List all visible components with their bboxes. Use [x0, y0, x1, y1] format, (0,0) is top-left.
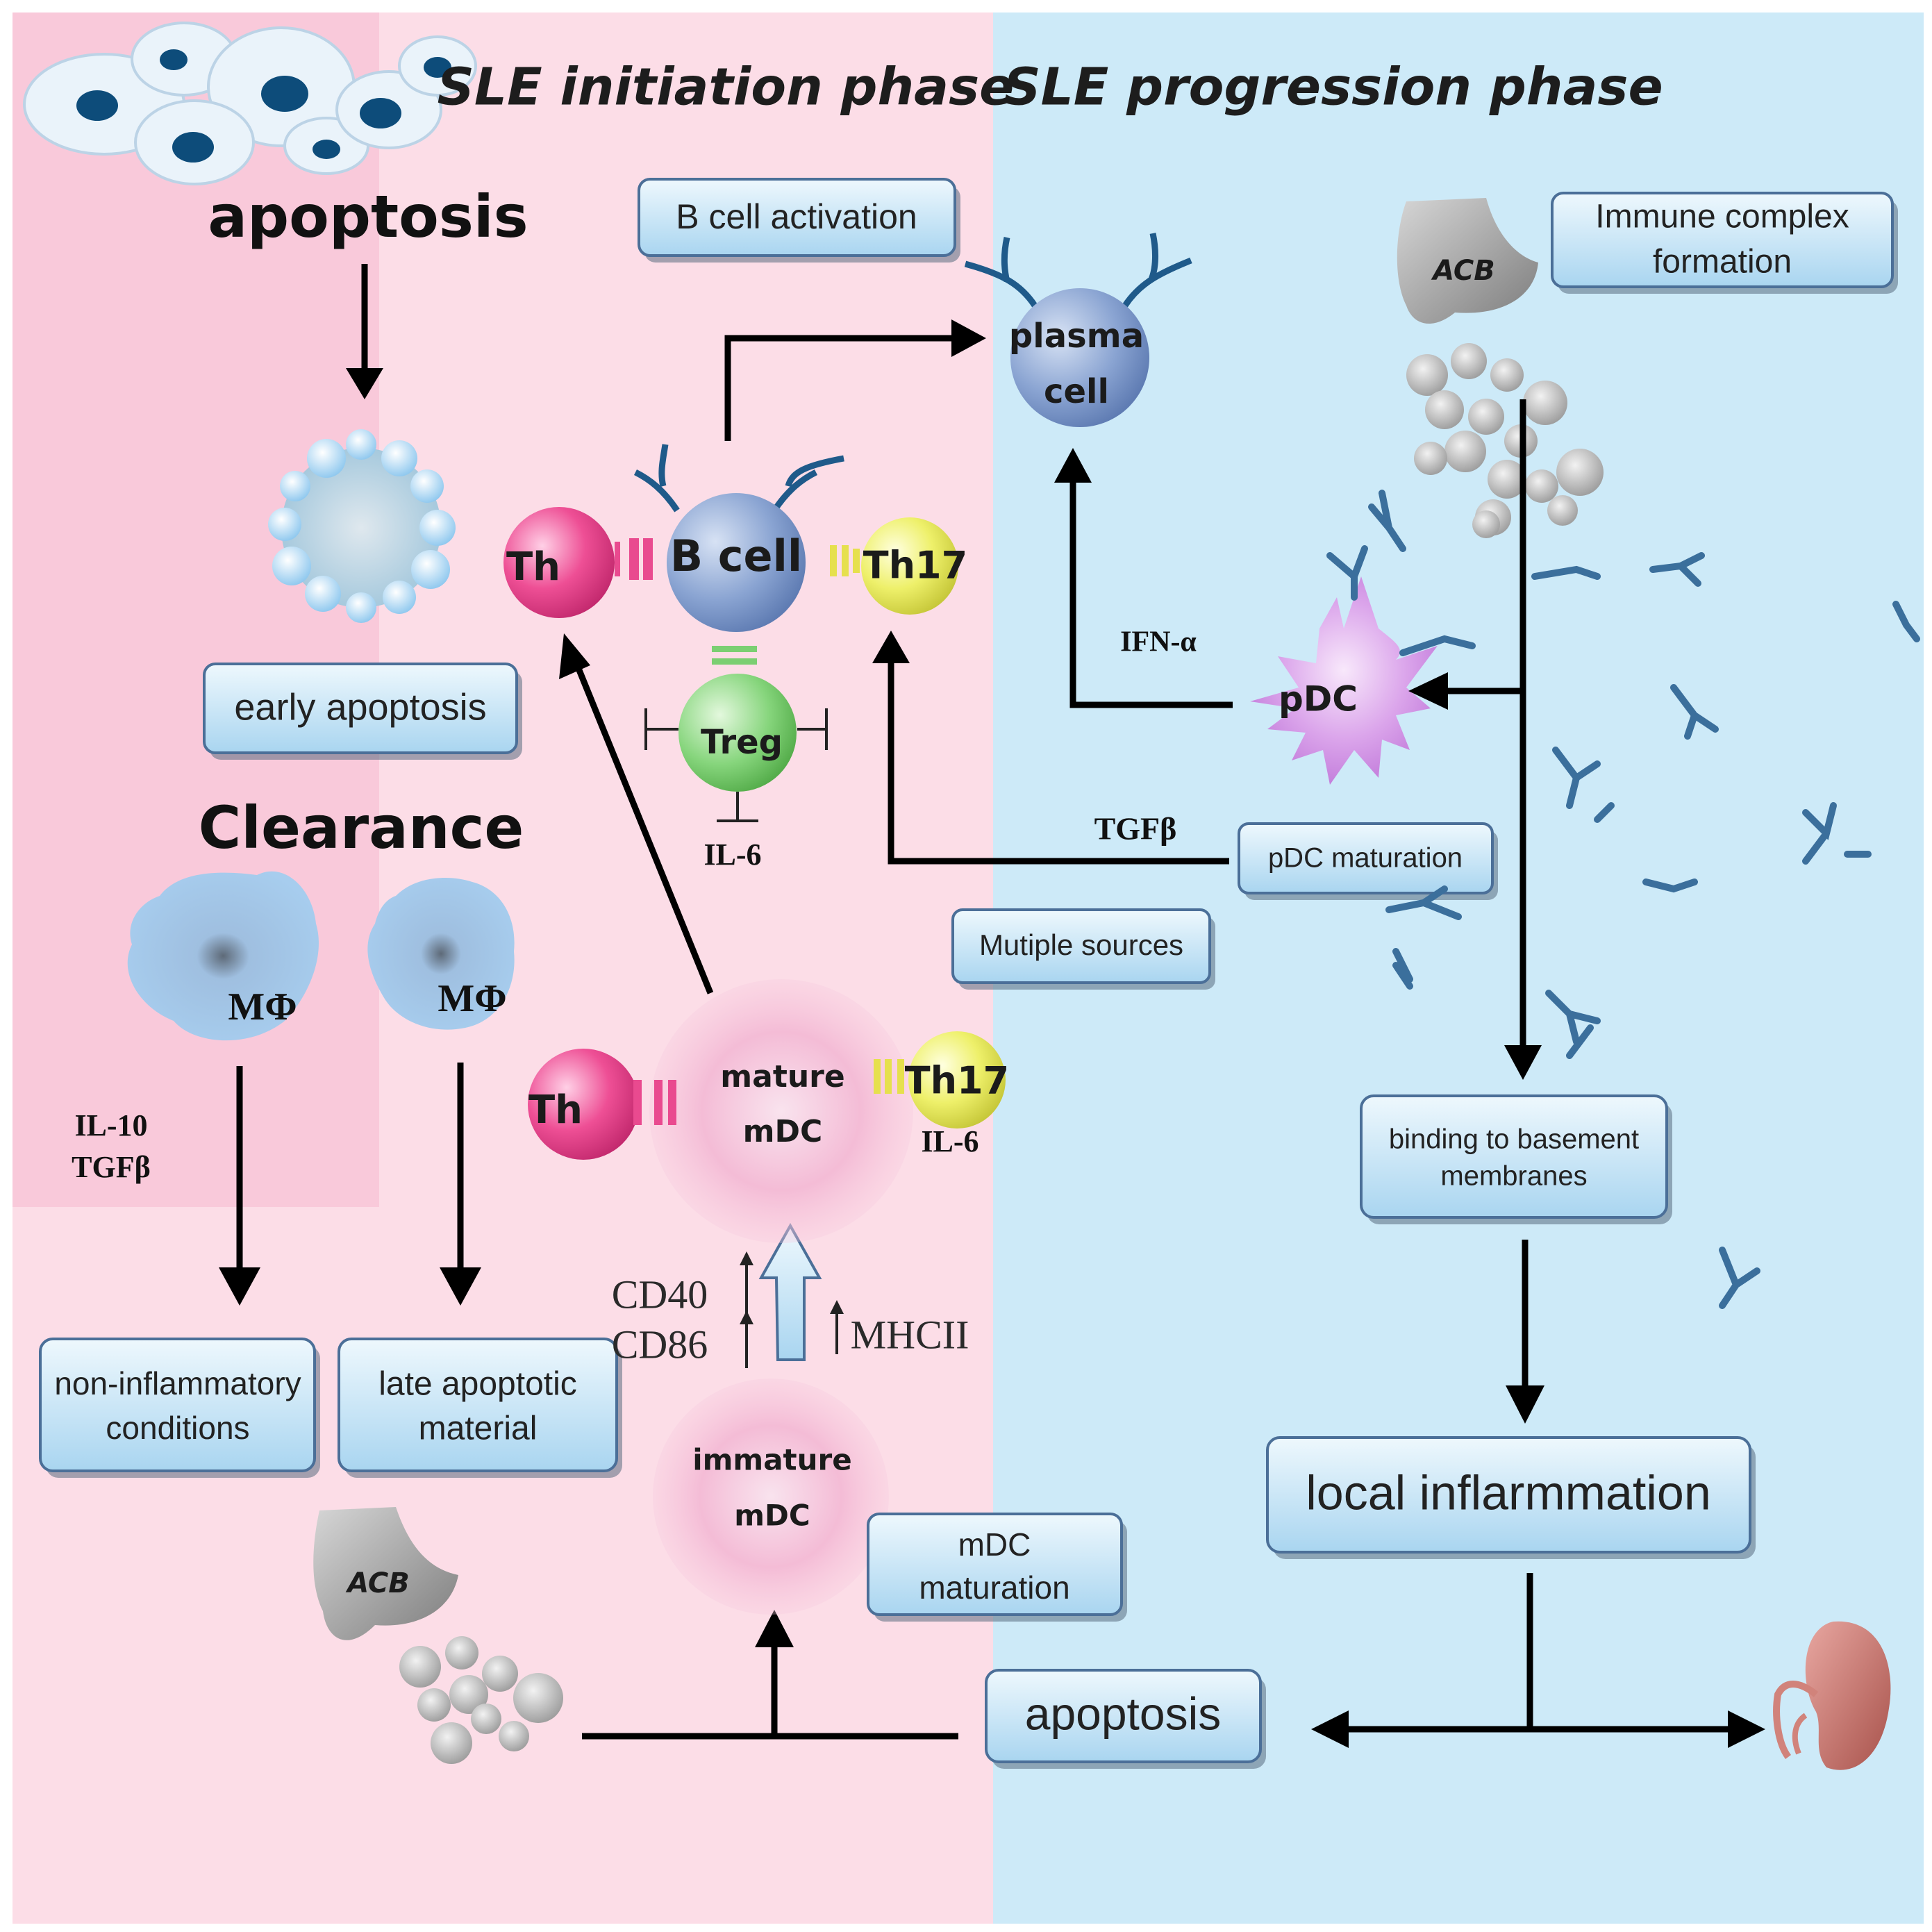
- svg-text:pDC maturation: pDC maturation: [1268, 843, 1463, 874]
- svg-text:mDC: mDC: [743, 1114, 823, 1149]
- immune-complex-debris-icon: [1406, 343, 1604, 538]
- early-apoptotic-cell-icon: [268, 429, 456, 623]
- tgfb-mid-label: TGFβ: [1094, 811, 1177, 847]
- immature-mdc-cell: immature mDC: [653, 1379, 889, 1615]
- apoptotic-cell-cluster-icon: [23, 22, 477, 185]
- svg-text:mDC: mDC: [958, 1526, 1031, 1563]
- multiple-sources-box: Mutiple sources: [951, 908, 1215, 990]
- b-cell-activation-box: B cell activation: [638, 178, 960, 263]
- th-bcell-synapse: [615, 538, 653, 580]
- apoptosis-bottom-box: apoptosis: [985, 1669, 1266, 1769]
- svg-text:Th17: Th17: [905, 1059, 1009, 1103]
- clearance-heading: Clearance: [199, 794, 524, 862]
- il10-label: IL-10: [74, 1108, 147, 1142]
- svg-text:mature: mature: [720, 1059, 844, 1094]
- local-inflammation-box: local inflarmmation: [1266, 1436, 1756, 1559]
- il6-treg-label: IL-6: [703, 838, 761, 872]
- apoptosis-heading: apoptosis: [208, 183, 528, 251]
- progression-phase-title: SLE progression phase: [1004, 58, 1663, 117]
- plasma-cell: plasma cell: [964, 233, 1192, 427]
- svg-text:B cell activation: B cell activation: [676, 197, 917, 236]
- svg-text:membranes: membranes: [1440, 1161, 1587, 1192]
- upregulation-arrows: [740, 1251, 844, 1368]
- macrophage-label-2: MΦ: [438, 977, 506, 1020]
- svg-text:pDC: pDC: [1279, 679, 1358, 719]
- macrophage-label-1: MΦ: [228, 985, 297, 1029]
- b-cell: B cell: [633, 444, 844, 632]
- svg-text:ACB: ACB: [345, 1567, 410, 1599]
- svg-text:Immune complex: Immune complex: [1595, 199, 1849, 235]
- bcell-th17-synapse: [830, 545, 860, 576]
- svg-text:Treg: Treg: [701, 723, 783, 762]
- svg-text:maturation: maturation: [919, 1569, 1069, 1606]
- svg-text:local inflarmmation: local inflarmmation: [1306, 1465, 1711, 1519]
- svg-text:material: material: [419, 1410, 538, 1447]
- svg-text:ACB: ACB: [1431, 255, 1495, 287]
- macrophage-icon: MΦ: [367, 878, 515, 1030]
- non-inflammatory-conditions-box: non-inflammatory conditions: [39, 1338, 320, 1478]
- late-apoptotic-material-box: late apoptotic material: [338, 1338, 622, 1478]
- treg-inhibition-bars: [644, 708, 828, 822]
- ifn-alpha-label: IFN-α: [1120, 626, 1197, 658]
- th-mdc-synapse: [633, 1080, 676, 1125]
- initiation-phase-title: SLE initiation phase: [438, 58, 1015, 117]
- svg-text:Th17: Th17: [863, 544, 967, 588]
- svg-text:non-inflammatory: non-inflammatory: [54, 1365, 301, 1401]
- cd40-label: CD40: [612, 1272, 708, 1317]
- svg-text:Th: Th: [506, 544, 560, 590]
- mhcii-label: MHCII: [851, 1312, 969, 1357]
- immune-complex-formation-box: Immune complex formation: [1551, 192, 1898, 294]
- early-apoptosis-box: early apoptosis: [203, 663, 522, 760]
- antibody-icons: [1326, 490, 1920, 1309]
- treg-cell: Treg: [678, 674, 797, 792]
- pdc-maturation-box: pDC maturation: [1238, 822, 1498, 900]
- macrophage-icon: MΦ: [127, 871, 319, 1041]
- svg-text:conditions: conditions: [106, 1410, 249, 1446]
- maturation-hollow-arrow: [758, 1222, 822, 1361]
- mature-mdc-cell: mature mDC: [649, 979, 913, 1243]
- svg-text:early apoptosis: early apoptosis: [234, 686, 486, 728]
- acb-top-icon: ACB: [1397, 198, 1538, 324]
- svg-text:cell: cell: [1044, 372, 1109, 411]
- cd86-label: CD86: [612, 1322, 708, 1367]
- svg-text:Mutiple sources: Mutiple sources: [979, 928, 1183, 961]
- svg-text:plasma: plasma: [1009, 317, 1144, 356]
- binding-to-basement-membranes-box: binding to basement membranes: [1360, 1094, 1672, 1224]
- tgfb-left-label: TGFβ: [72, 1150, 151, 1184]
- mdc-th17-synapse: [874, 1059, 904, 1094]
- th-cell-bottom: Th: [528, 1049, 639, 1160]
- bcell-treg-synapse: [712, 646, 757, 665]
- svg-text:mDC: mDC: [734, 1499, 810, 1533]
- svg-text:B cell: B cell: [670, 531, 802, 581]
- mdc-maturation-box: mDC maturation: [867, 1513, 1127, 1622]
- th-cell-top: Th: [503, 507, 615, 618]
- svg-text:late apoptotic: late apoptotic: [378, 1366, 577, 1403]
- th17-cell-bottom: Th17: [905, 1031, 1009, 1129]
- pdc-cell: pDC: [1250, 576, 1438, 785]
- th17-cell-top: Th17: [861, 517, 967, 615]
- acb-bottom-icon: ACB: [313, 1507, 458, 1640]
- svg-text:formation: formation: [1653, 244, 1792, 281]
- il6-mdc-label: IL-6: [921, 1124, 979, 1158]
- apoptotic-debris-icon: [399, 1636, 563, 1764]
- svg-text:immature: immature: [692, 1443, 851, 1477]
- kidney-icon: [1773, 1621, 1891, 1770]
- svg-text:Th: Th: [528, 1088, 583, 1133]
- svg-text:apoptosis: apoptosis: [1025, 1688, 1222, 1739]
- svg-text:binding to basement: binding to basement: [1389, 1124, 1639, 1155]
